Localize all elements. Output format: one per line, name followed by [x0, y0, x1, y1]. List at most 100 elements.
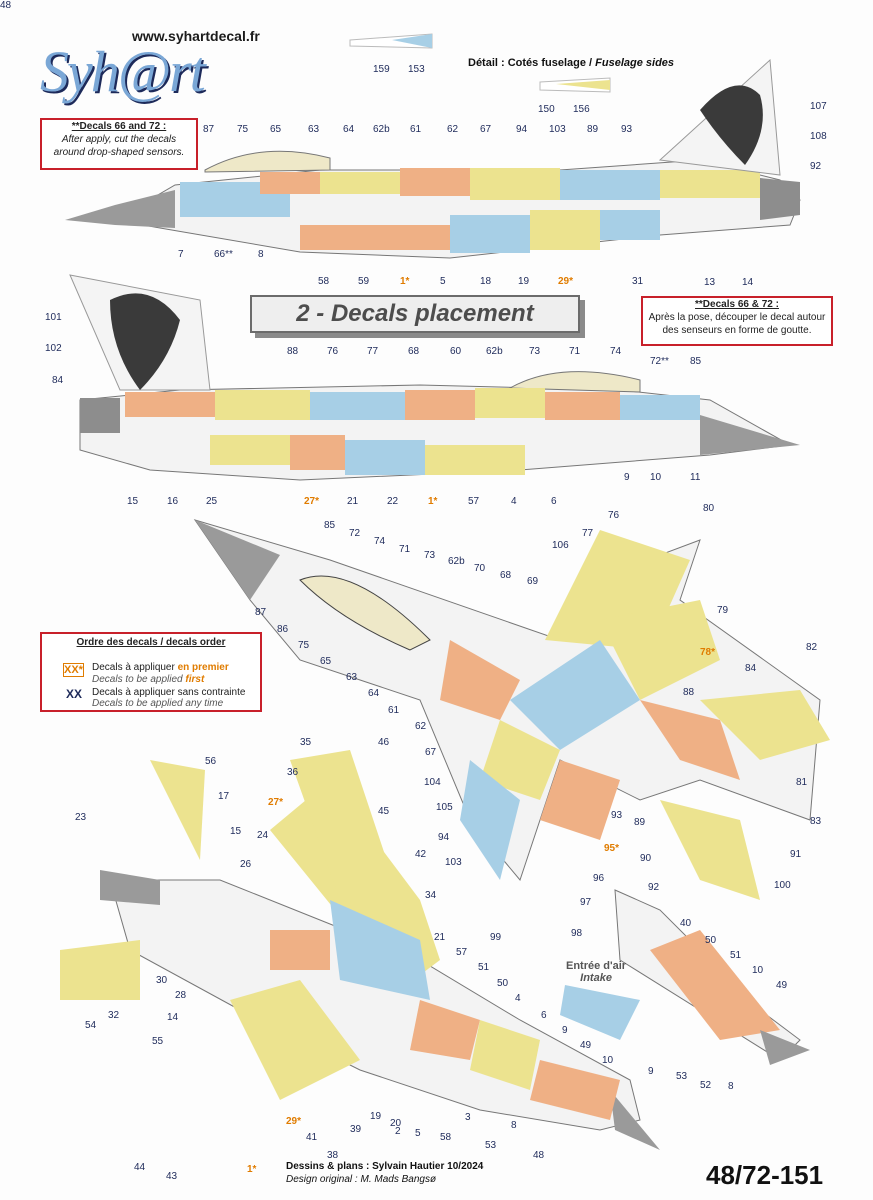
brand-logo: Syh@rt — [40, 39, 206, 104]
decal-number-label: 27* — [268, 797, 284, 808]
decal-number-label: 8 — [511, 1120, 517, 1131]
credits-line1: Dessins & plans : Sylvain Hautier 10/202… — [286, 1161, 484, 1172]
decal-number-label: 75 — [298, 640, 310, 651]
decal-number-label: 89 — [634, 817, 646, 828]
decal-number-label: 81 — [796, 777, 808, 788]
decal-number-label: 77 — [367, 346, 379, 357]
decal-number-label: 107 — [810, 101, 827, 112]
decal-number-label: 66** — [214, 249, 233, 260]
decal-number-label: 24 — [257, 830, 269, 841]
decal-number-label: 57 — [456, 947, 468, 958]
decal-number-label: 26 — [240, 859, 252, 870]
decal-number-label: 91 — [790, 849, 802, 860]
order-any-en: Decals to be applied any time — [92, 698, 224, 709]
decal-number-label: 45 — [378, 806, 390, 817]
decal-number-label: 59 — [358, 276, 370, 287]
decal-number-label: 46 — [378, 737, 390, 748]
section-title: 2 - Decals placement — [250, 295, 580, 333]
decal-number-label: 19 — [370, 1111, 382, 1122]
decal-number-label: 49 — [776, 980, 788, 991]
decal-number-label: 44 — [134, 1162, 146, 1173]
decal-number-label: 53 — [676, 1071, 688, 1082]
decal-number-label: 87 — [255, 607, 267, 618]
decal-number-label: 4 — [511, 496, 517, 507]
decal-number-label: 41 — [306, 1132, 318, 1143]
decal-number-label: 69 — [527, 576, 539, 587]
order-first-en-emph: first — [185, 674, 205, 685]
decal-number-label: 1* — [428, 496, 438, 507]
decal-number-label: 80 — [703, 503, 715, 514]
decal-number-label: 39 — [350, 1124, 362, 1135]
decal-number-label: 1* — [400, 276, 410, 287]
decal-number-label: 34 — [425, 890, 437, 901]
decal-number-label: 68 — [408, 346, 420, 357]
decal-number-label: 72 — [349, 528, 361, 539]
decal-number-label: 56 — [205, 756, 217, 767]
decal-number-label: 64 — [368, 688, 380, 699]
decal-number-label: 4 — [515, 993, 521, 1004]
intake-detail — [560, 889, 810, 1065]
decal-number-label: 27* — [304, 496, 320, 507]
decal-number-label: 76 — [608, 510, 620, 521]
decal-number-label: 83 — [810, 816, 822, 827]
decal-number-label: 78* — [700, 647, 716, 658]
decal-number-label: 61 — [388, 705, 400, 716]
decal-number-label: 153 — [408, 64, 425, 75]
decal-number-label: 32 — [108, 1010, 120, 1021]
decal-number-label: 82 — [806, 642, 818, 653]
decal-number-label: 102 — [45, 343, 62, 354]
decal-number-label: 67 — [425, 747, 437, 758]
decal-number-label: 108 — [810, 131, 827, 142]
note-en-line2: around drop-shaped sensors. — [53, 147, 185, 158]
decal-number-label: 97 — [580, 897, 592, 908]
decal-number-label: 62 — [447, 124, 459, 135]
side-view-right — [69, 274, 800, 481]
decal-number-label: 58 — [440, 1132, 452, 1143]
decal-number-label: 79 — [717, 605, 729, 616]
decal-number-label: 64 — [343, 124, 355, 135]
credits-line2: Design original : M. Mads Bangsø — [286, 1174, 437, 1185]
decal-number-label: 38 — [327, 1150, 339, 1161]
decal-number-label: 15 — [127, 496, 139, 507]
decal-number-label: 2 — [395, 1126, 401, 1137]
decal-number-label: 5 — [440, 276, 446, 287]
decal-number-label: 93 — [621, 124, 633, 135]
decal-number-label: 20 — [390, 1118, 402, 1129]
decal-number-label: 150 — [538, 104, 555, 115]
decal-number-label: 92 — [810, 161, 822, 172]
decal-number-label: 8 — [728, 1081, 734, 1092]
decal-number-label: 103 — [549, 124, 566, 135]
note-en-title: **Decals 66 and 72 : — [71, 121, 167, 132]
decal-number-label: 50 — [705, 935, 717, 946]
decal-number-label: 14 — [167, 1012, 179, 1023]
decal-number-label: 90 — [640, 853, 652, 864]
decal-number-label: 43 — [166, 1171, 178, 1182]
credits: Dessins & plans : Sylvain Hautier 10/202… — [286, 1160, 483, 1186]
decal-number-label: 68 — [500, 570, 512, 581]
detail-caption-fr: Détail : Cotés fuselage / — [468, 57, 593, 69]
decal-number-label: 76 — [327, 346, 339, 357]
decal-number-label: 29* — [286, 1116, 302, 1127]
decal-number-label: 6 — [541, 1010, 547, 1021]
decal-number-label: 13 — [704, 277, 716, 288]
intake-caption-en: Intake — [580, 972, 612, 984]
decal-number-label: 6 — [551, 496, 557, 507]
decal-number-label: 104 — [424, 777, 441, 788]
decal-number-label: 53 — [485, 1140, 497, 1151]
decal-number-label: 22 — [387, 496, 399, 507]
decal-number-label: 5 — [415, 1128, 421, 1139]
decal-number-label: 75 — [237, 124, 249, 135]
intake-caption-fr: Entrée d'air — [566, 960, 627, 972]
decal-number-label: 21 — [347, 496, 359, 507]
decal-order-legend: Ordre des decals / decals order XX* Deca… — [40, 632, 262, 712]
decal-number-label: 85 — [690, 356, 702, 367]
decal-number-label: 3 — [465, 1112, 471, 1123]
decal-number-label: 23 — [75, 812, 87, 823]
order-first-fr-emph: en premier — [177, 662, 229, 673]
website-url[interactable]: www.syhartdecal.fr — [132, 28, 260, 44]
decal-number-label: 18 — [480, 276, 492, 287]
decal-number-label: 1* — [247, 1164, 257, 1175]
note-fr-line2: des senseurs en forme de goutte. — [662, 325, 812, 336]
